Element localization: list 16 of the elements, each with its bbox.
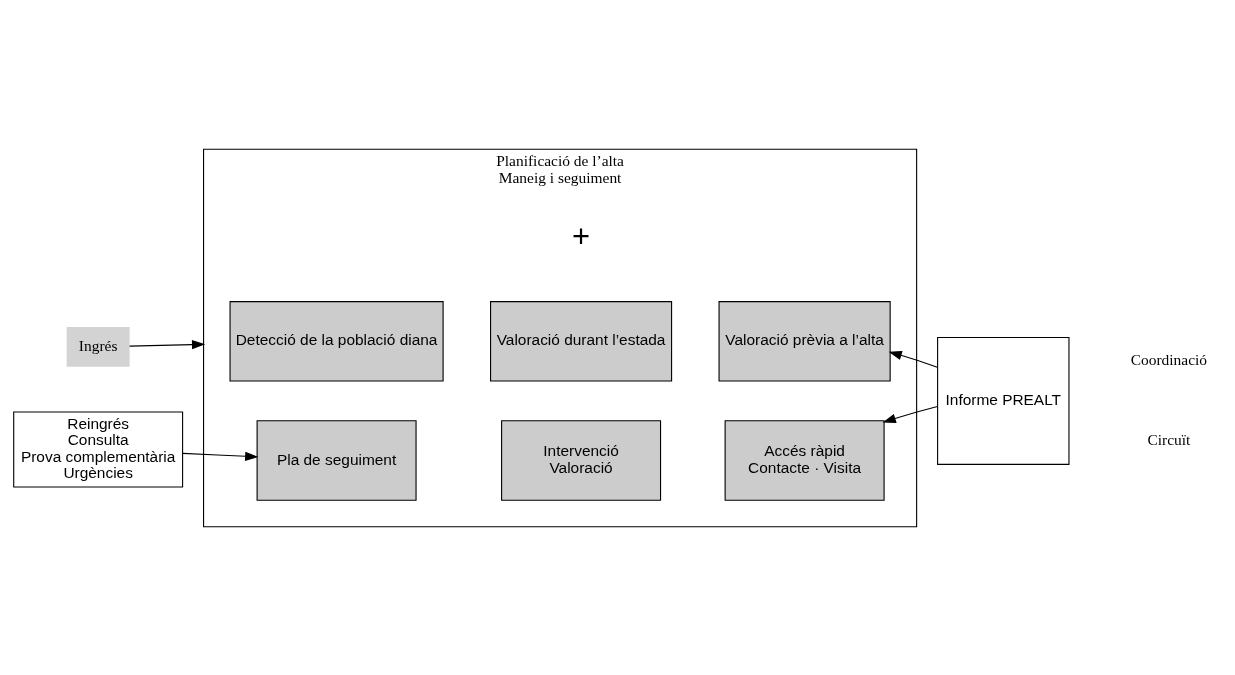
node-box: Intervenció Valoració bbox=[501, 419, 662, 501]
arrow bbox=[882, 405, 938, 423]
label: Coordinació bbox=[1130, 350, 1208, 368]
node-box: Accés ràpid Contacte · Visita bbox=[724, 419, 885, 501]
node-box: Pla de seguiment bbox=[256, 419, 417, 501]
arrow bbox=[182, 451, 259, 461]
node-box: Ingrés bbox=[66, 326, 130, 367]
label: + bbox=[572, 218, 591, 254]
node-box: Valoració durant l’estada bbox=[490, 300, 673, 382]
arrow bbox=[888, 350, 938, 368]
node-box: Reingrés Consulta Prova complementària Urgències bbox=[13, 410, 184, 488]
node-box: Detecció de la població diana bbox=[229, 300, 444, 382]
arrow bbox=[129, 339, 206, 349]
node-box: Informe PREALT bbox=[937, 336, 1070, 465]
label: Circuït bbox=[1147, 430, 1191, 448]
node-box: Valoració prèvia a l’alta bbox=[718, 300, 891, 382]
